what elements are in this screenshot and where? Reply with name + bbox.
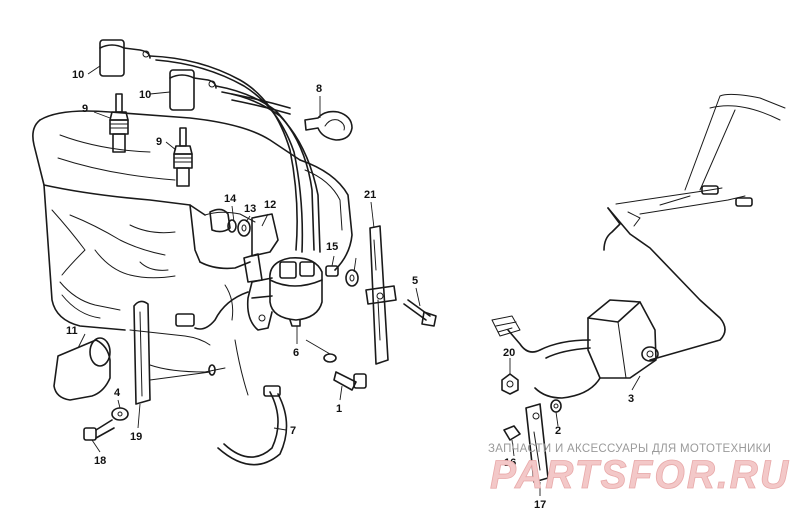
part-label-6: 6 xyxy=(293,347,299,359)
spark-plug-right xyxy=(173,127,193,187)
part-label-10a: 10 xyxy=(72,69,84,81)
washer-4 xyxy=(111,407,129,421)
part-label-12: 12 xyxy=(264,199,276,211)
frame-outline xyxy=(659,93,786,206)
part-label-8: 8 xyxy=(316,83,322,95)
part-label-17: 17 xyxy=(534,499,546,511)
watermark-caption: ЗАПЧАСТИ И АКСЕССУАРЫ ДЛЯ МОТОТЕХНИКИ xyxy=(488,443,771,455)
bolt-short xyxy=(323,353,367,391)
spark-plug-cap-left xyxy=(99,39,151,77)
coil-bracket xyxy=(209,208,279,283)
ignition-cables xyxy=(149,55,321,253)
spacer-collar xyxy=(325,265,359,287)
part-label-18: 18 xyxy=(94,455,106,467)
part-label-1: 1 xyxy=(336,403,342,415)
part-label-2: 2 xyxy=(555,425,561,437)
part-label-7: 7 xyxy=(290,425,296,437)
mounting-plate xyxy=(365,225,397,365)
part-label-21: 21 xyxy=(364,189,376,201)
wiring-strap xyxy=(217,385,288,466)
part-label-9b: 9 xyxy=(156,136,162,148)
part-label-19: 19 xyxy=(130,431,142,443)
rubber-sleeve xyxy=(53,337,111,401)
leader-lines xyxy=(77,65,641,496)
cable-clamp xyxy=(304,110,353,141)
regulator-wires xyxy=(491,315,601,399)
bolt-long xyxy=(403,299,437,327)
part-label-20: 20 xyxy=(503,347,515,359)
part-label-15: 15 xyxy=(326,241,338,253)
nut-20 xyxy=(501,373,519,395)
part-label-14: 14 xyxy=(224,193,237,205)
part-label-13: 13 xyxy=(244,203,256,215)
voltage-regulator xyxy=(587,299,659,379)
spark-plug-left xyxy=(109,93,129,153)
bolt-18 xyxy=(83,419,115,441)
part-label-9a: 9 xyxy=(82,103,88,115)
part-label-16: 16 xyxy=(504,457,516,469)
wire-harness-right xyxy=(603,185,753,361)
ignition-coil xyxy=(175,256,323,331)
part-label-11: 11 xyxy=(66,325,78,337)
part-label-5: 5 xyxy=(412,275,418,287)
ground-strap xyxy=(133,300,216,405)
watermark-logo: PARTSFOR.RU xyxy=(490,453,790,497)
bolt-16 xyxy=(503,425,521,441)
spark-plug-cap-right xyxy=(169,69,217,111)
part-label-3: 3 xyxy=(628,393,634,405)
part-label-10b: 10 xyxy=(139,89,151,101)
part-label-4: 4 xyxy=(114,387,121,399)
engine-block xyxy=(32,110,353,396)
